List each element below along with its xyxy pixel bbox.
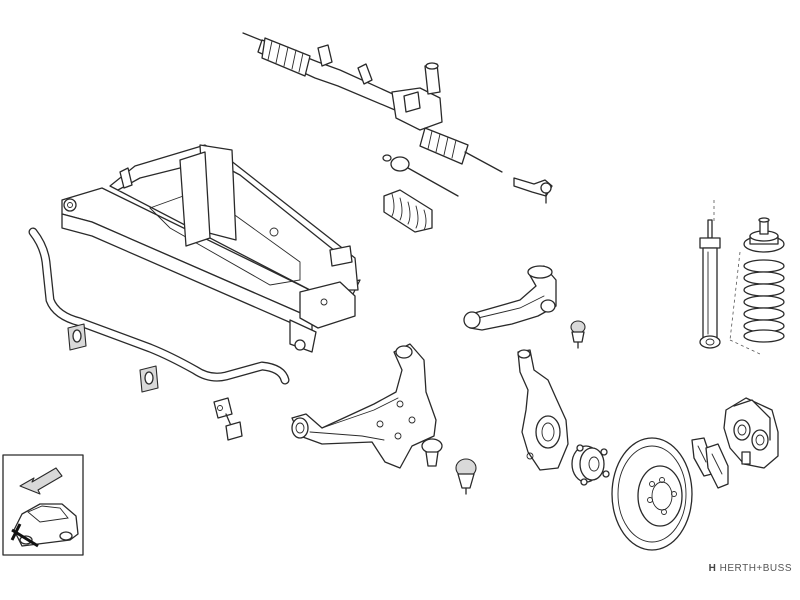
brand-watermark: H HERTH+BUSS bbox=[709, 563, 792, 574]
stabilizer-bar[interactable] bbox=[28, 227, 290, 385]
steering-boot[interactable] bbox=[383, 189, 433, 233]
brand-logo-icon: H bbox=[708, 563, 717, 574]
lower-ball-joint[interactable] bbox=[455, 458, 477, 495]
wheel-hub[interactable] bbox=[571, 444, 610, 486]
brake-pad-outer[interactable] bbox=[705, 443, 729, 489]
stabilizer-bushing-left[interactable] bbox=[67, 323, 87, 351]
strut-top-mount[interactable] bbox=[743, 217, 785, 253]
rack-bellow-left bbox=[261, 37, 311, 77]
upper-ball-joint[interactable] bbox=[570, 320, 586, 349]
upper-control-arm[interactable] bbox=[463, 265, 557, 331]
stabilizer-bushing-right[interactable] bbox=[139, 365, 159, 393]
shock-absorber[interactable] bbox=[699, 200, 721, 349]
brake-caliper[interactable] bbox=[723, 397, 779, 469]
front-subframe[interactable] bbox=[61, 144, 361, 353]
direction-arrow-icon bbox=[19, 467, 63, 495]
car-front-axle-locator-icon bbox=[2, 454, 84, 556]
steering-knuckle[interactable] bbox=[517, 349, 569, 471]
inner-tie-rod[interactable] bbox=[382, 154, 459, 197]
coil-spring[interactable] bbox=[729, 251, 785, 355]
brand-name: HERTH+BUSS bbox=[719, 563, 792, 574]
stabilizer-link[interactable] bbox=[213, 397, 243, 441]
steering-rack[interactable] bbox=[242, 32, 503, 173]
tie-rod-end[interactable] bbox=[513, 177, 553, 204]
brake-disc[interactable] bbox=[611, 437, 693, 551]
rack-bellow-right bbox=[419, 127, 469, 165]
lower-control-arm[interactable] bbox=[291, 343, 443, 469]
